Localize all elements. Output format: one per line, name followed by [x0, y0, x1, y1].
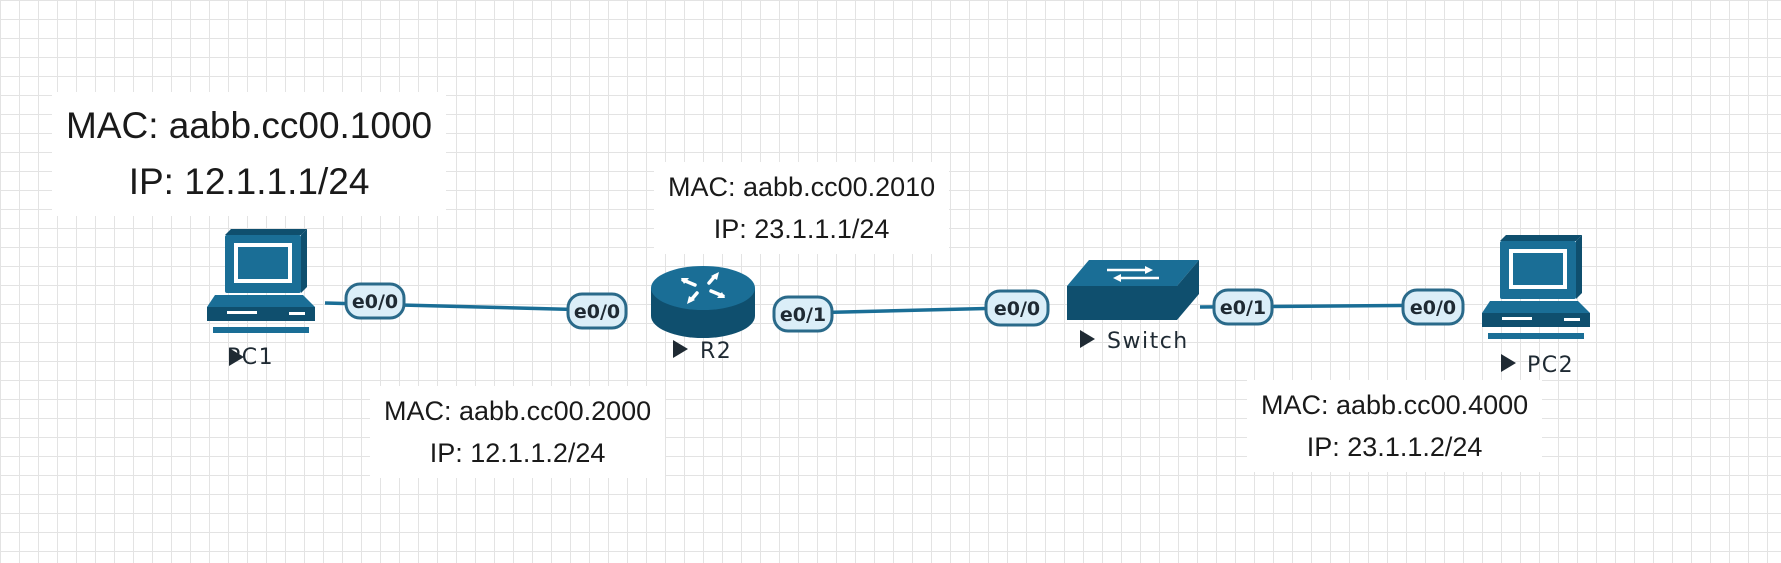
device-r2[interactable] [651, 266, 755, 338]
svg-text:e0/0: e0/0 [352, 291, 398, 313]
address-note-r2-e00: MAC: aabb.cc00.2000 IP: 12.1.1.2/24 [370, 386, 666, 478]
device-label-pc2: PC2 [1527, 353, 1574, 378]
device-pc2[interactable] [1482, 235, 1590, 339]
mac-address: MAC: aabb.cc00.1000 [66, 105, 433, 146]
ip-address: IP: 23.1.1.2/24 [1306, 432, 1483, 462]
play-icon [1501, 354, 1516, 372]
mac-address: MAC: aabb.cc00.2010 [668, 172, 936, 202]
address-note-r2-e01: MAC: aabb.cc00.2010 IP: 23.1.1.1/24 [654, 162, 950, 254]
port-badge-r2-e01[interactable]: e0/1 [772, 295, 834, 333]
port-badge-r2-e00[interactable]: e0/0 [566, 292, 628, 330]
play-icon [229, 348, 244, 366]
svg-text:e0/1: e0/1 [780, 304, 826, 326]
switch-icon [1067, 260, 1199, 320]
play-icon [673, 340, 688, 358]
svg-text:e0/0: e0/0 [1410, 297, 1456, 319]
pc-icon [1482, 235, 1590, 339]
port-badge-switch-e01[interactable]: e0/1 [1212, 288, 1274, 326]
svg-text:e0/0: e0/0 [574, 301, 620, 323]
device-label-r2: R2 [700, 339, 732, 364]
ip-address: IP: 12.1.1.2/24 [429, 438, 606, 468]
pc-icon [207, 229, 315, 333]
port-badge-pc2-e00[interactable]: e0/0 [1401, 288, 1465, 326]
device-pc1[interactable] [207, 229, 315, 333]
ip-address: IP: 12.1.1.1/24 [128, 161, 370, 202]
ip-address: IP: 23.1.1.1/24 [713, 214, 890, 244]
address-note-pc1: MAC: aabb.cc00.1000 IP: 12.1.1.1/24 [52, 92, 447, 216]
address-note-pc2: MAC: aabb.cc00.4000 IP: 23.1.1.2/24 [1247, 380, 1543, 472]
port-badge-pc1-e00[interactable]: e0/0 [344, 282, 406, 320]
mac-address: MAC: aabb.cc00.4000 [1261, 390, 1529, 420]
play-icon [1080, 330, 1095, 348]
device-switch[interactable] [1067, 260, 1199, 320]
router-icon [651, 266, 755, 338]
device-label-switch: Switch [1107, 329, 1189, 354]
mac-address: MAC: aabb.cc00.2000 [384, 396, 652, 426]
links [324, 301, 1462, 315]
port-badge-switch-e00[interactable]: e0/0 [984, 289, 1050, 327]
svg-text:e0/1: e0/1 [1220, 297, 1266, 319]
svg-text:e0/0: e0/0 [994, 298, 1040, 320]
